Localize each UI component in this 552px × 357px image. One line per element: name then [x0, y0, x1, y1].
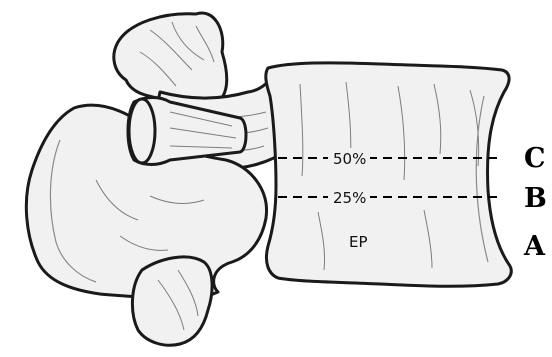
inferior-articular-process — [132, 257, 212, 345]
level-c-label: C — [524, 143, 546, 174]
vertebral-body — [266, 63, 511, 287]
level-b-label: B — [524, 183, 547, 214]
level-a-label: A — [523, 231, 546, 262]
upper-line-label: 50% — [333, 150, 366, 168]
lower-line-label: 25% — [333, 189, 366, 207]
endplate-label: EP — [349, 233, 368, 251]
superior-articular-process — [114, 13, 227, 106]
